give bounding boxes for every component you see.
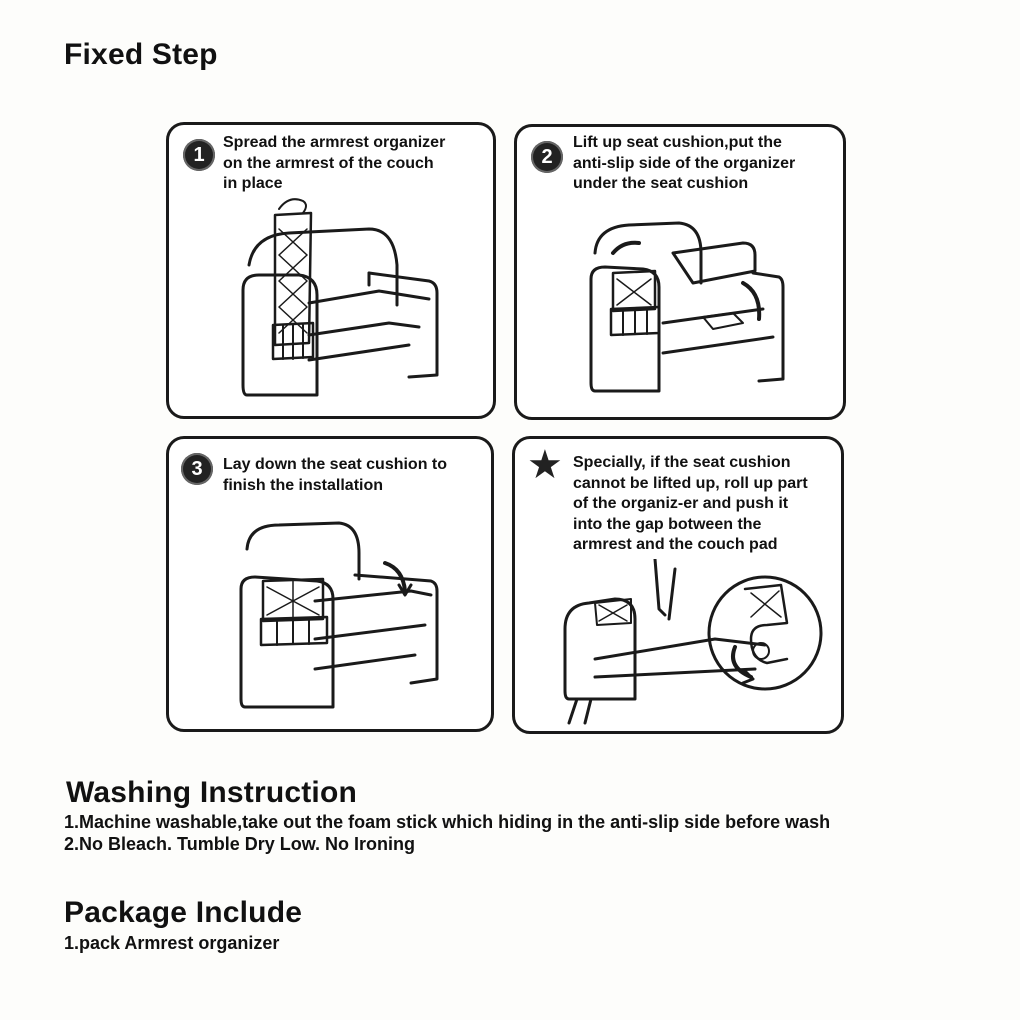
step-panel-special: ★ Specially, if the seat cushion cannot … <box>512 436 844 734</box>
step-text-line: Lift up seat cushion,put the <box>573 134 782 151</box>
step-text-line: anti-slip side of the organizer <box>573 154 796 172</box>
step-text-line: Spread the armrest organizer <box>223 134 446 151</box>
star-icon: ★ <box>527 443 563 487</box>
step-panel-1: 1 Spread the armrest organizer on the ar… <box>166 122 496 419</box>
armchair-icon <box>583 213 793 403</box>
washing-title: Washing Instruction <box>66 776 358 809</box>
page-title: Fixed Step <box>64 38 218 71</box>
package-item-1: 1.pack Armrest organizer <box>64 933 280 953</box>
step-text: Lay down the seat cushion to finish the … <box>223 455 447 496</box>
step-number-badge: 2 <box>531 141 563 173</box>
step-text-line: cannot be lifted up, roll up part <box>573 474 808 492</box>
step-panel-3: 3 Lay down the seat cushion to finish th… <box>166 436 494 732</box>
armchair-icon <box>229 195 449 405</box>
step-text-line: armrest and the couch pad <box>573 536 778 553</box>
step-number-badge: 3 <box>181 453 213 485</box>
step-number-badge: 1 <box>183 139 215 171</box>
step-text: Specially, if the seat cushion cannot be… <box>573 453 808 556</box>
step-text-line: Lay down the seat cushion to <box>223 456 448 473</box>
step-panel-2: 2 Lift up seat cushion,put the anti-slip… <box>514 124 846 420</box>
step-text-line: on the armrest of the couch <box>223 154 434 172</box>
step-text-line: under the seat cushion <box>573 175 749 192</box>
washing-item-1: 1.Machine washable,take out the foam sti… <box>64 812 831 832</box>
step-text-line: of the organiz-er and push it <box>573 495 789 512</box>
step-text-line: into the gap botween the <box>573 515 762 533</box>
couch-closeup-icon <box>555 559 845 729</box>
step-text: Spread the armrest organizer on the armr… <box>223 133 445 195</box>
washing-item-2: 2.No Bleach. Tumble Dry Low. No Ironing <box>64 834 416 854</box>
step-text-line: Specially, if the seat cushion <box>573 454 791 471</box>
step-text-line: finish the installation <box>223 476 384 494</box>
package-title: Package Include <box>64 896 303 929</box>
step-text: Lift up seat cushion,put the anti-slip s… <box>573 133 795 195</box>
armchair-icon <box>235 519 445 719</box>
step-text-line: in place <box>223 175 283 192</box>
